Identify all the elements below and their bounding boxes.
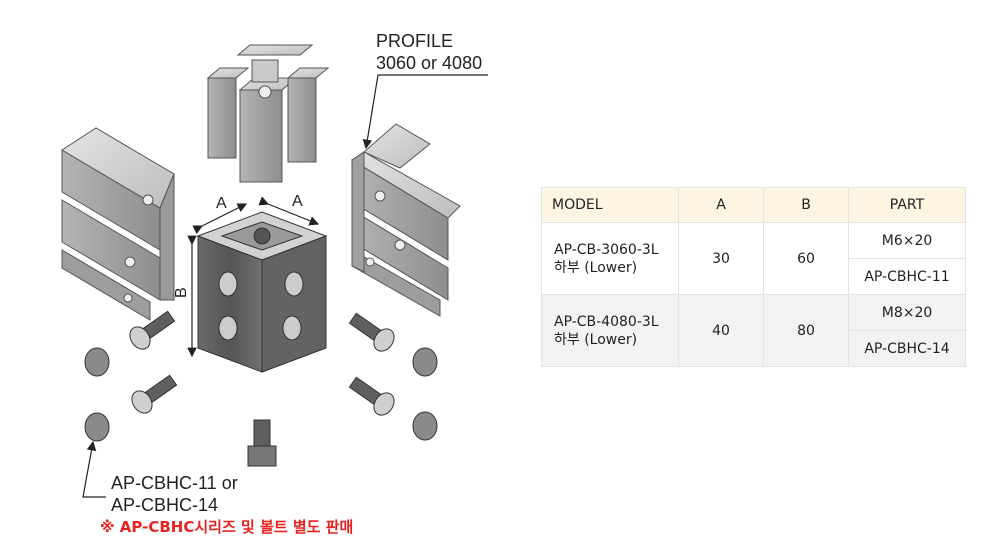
sold-separately-note: ※ AP-CBHC시리즈 및 볼트 별도 판매	[100, 518, 354, 536]
header-b: B	[763, 187, 849, 223]
dimension-b: B	[173, 287, 190, 298]
bolt-bottom	[247, 419, 277, 467]
profile-sizes: 3060 or 4080	[376, 53, 483, 73]
value-b: 60	[763, 222, 849, 295]
table-row: AP-CB-4080-3L 하부 (Lower) 40 80 M8×20	[541, 294, 966, 367]
part-bolt: M8×20	[848, 294, 966, 331]
cap-right-upper	[412, 347, 438, 377]
model-code: AP-CB-3060-3L	[554, 241, 659, 258]
profile-callout: PROFILE 3060 or 4080	[376, 30, 482, 74]
model-position: 하부 (Lower)	[554, 259, 638, 276]
model-cell: AP-CB-4080-3L 하부 (Lower)	[541, 294, 679, 367]
spec-table: MODEL A B PART AP-CB-3060-3L 하부 (Lower) …	[541, 187, 966, 367]
bolt-right-upper	[348, 312, 395, 352]
top-profile	[206, 44, 330, 183]
right-profile	[351, 123, 461, 317]
assembly-diagram: A A B	[61, 44, 488, 498]
cap-left-lower	[84, 412, 110, 442]
table-header-row: MODEL A B PART	[541, 187, 966, 223]
dimension-a-right: A	[292, 193, 303, 210]
cap-right-lower	[412, 411, 438, 441]
bolt-left-upper	[129, 310, 176, 350]
corner-bracket	[196, 211, 328, 373]
table-row: AP-CBHC-11	[542, 258, 966, 295]
bolts	[129, 310, 395, 467]
value-b: 80	[763, 294, 849, 367]
end-caps	[84, 347, 438, 442]
bolt-right-lower	[348, 376, 395, 416]
header-part: PART	[848, 187, 966, 223]
part-cap: AP-CBHC-11	[848, 258, 966, 295]
left-profile	[61, 127, 175, 321]
model-cell: AP-CB-3060-3L 하부 (Lower)	[541, 222, 679, 295]
part-cap: AP-CBHC-14	[848, 330, 966, 367]
table-row: AP-CB-3060-3L 하부 (Lower) 30 60 M6×20	[541, 222, 966, 295]
header-model: MODEL	[541, 187, 679, 223]
part-bolt: M6×20	[848, 222, 966, 259]
table-row: AP-CBHC-14	[542, 330, 966, 367]
cap-model-2: AP-CBHC-14	[111, 495, 219, 515]
bolt-left-lower	[131, 374, 178, 414]
header-a: A	[678, 187, 764, 223]
cap-left-upper	[84, 347, 110, 377]
value-a: 40	[678, 294, 764, 367]
model-code: AP-CB-4080-3L	[554, 313, 659, 330]
dimension-lines	[187, 196, 320, 358]
leader-lines	[82, 74, 488, 498]
value-a: 30	[678, 222, 764, 295]
cap-model-1: AP-CBHC-11 or	[111, 473, 238, 493]
cap-callout: AP-CBHC-11 or AP-CBHC-14	[111, 472, 238, 516]
model-position: 하부 (Lower)	[554, 331, 638, 348]
dimension-a-left: A	[216, 195, 227, 212]
profile-label: PROFILE	[376, 31, 454, 51]
